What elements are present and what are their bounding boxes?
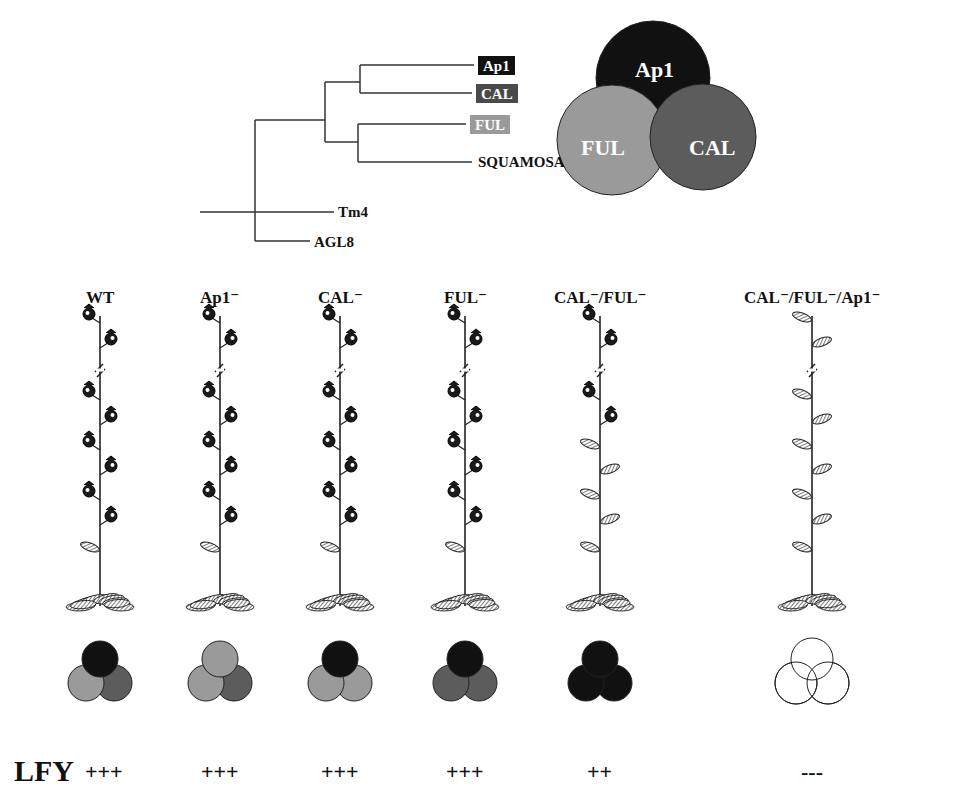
venn-circle: CAL <box>649 83 757 191</box>
circle-triplets <box>68 638 849 704</box>
gene-name: SQUAMOSA <box>478 155 565 170</box>
expression-level: ++ <box>587 761 612 783</box>
genotype-heading: FUL⁻ <box>444 289 487 306</box>
gene-name: FUL <box>581 137 625 159</box>
gene-box: Ap1 <box>478 56 515 75</box>
genotype-heading: CAL⁻/FUL⁻/Ap1⁻ <box>744 289 881 306</box>
circle-triplet <box>308 641 372 701</box>
gene-name: CAL <box>481 86 513 103</box>
gene-name: LFY <box>14 756 74 786</box>
gene-name: FUL <box>475 117 505 134</box>
plant <box>186 304 254 611</box>
gene-box: CAL <box>476 84 518 103</box>
plant-drawings <box>66 304 846 611</box>
circle-fill <box>650 84 756 190</box>
expression-level: --- <box>801 761 823 783</box>
plant <box>566 304 634 611</box>
plant <box>306 304 374 611</box>
genotype-heading: CAL⁻ <box>318 289 363 306</box>
genotype-heading: CAL⁻/FUL⁻ <box>554 289 647 306</box>
plant <box>778 310 846 611</box>
circle-triplet <box>775 638 849 704</box>
gene-name: Ap1 <box>483 58 510 75</box>
plant <box>431 304 499 611</box>
circle-triplet <box>68 641 132 701</box>
gene-name: Ap1 <box>635 59 674 81</box>
expression-level: +++ <box>85 761 123 783</box>
gene-name: CAL <box>689 137 735 159</box>
circle-triplet <box>568 641 632 701</box>
gene-box: FUL <box>470 115 510 134</box>
expression-level: +++ <box>201 761 239 783</box>
expression-level: +++ <box>446 761 484 783</box>
circle-triplet <box>188 641 252 701</box>
genotype-heading: Ap1⁻ <box>200 289 239 306</box>
genotype-heading: WT <box>86 289 114 306</box>
expression-level: +++ <box>321 761 359 783</box>
phylogenetic-tree <box>200 65 474 241</box>
gene-name: AGL8 <box>314 235 354 250</box>
circle-triplet <box>433 641 497 701</box>
plant <box>66 304 134 611</box>
gene-name: Tm4 <box>338 205 368 220</box>
